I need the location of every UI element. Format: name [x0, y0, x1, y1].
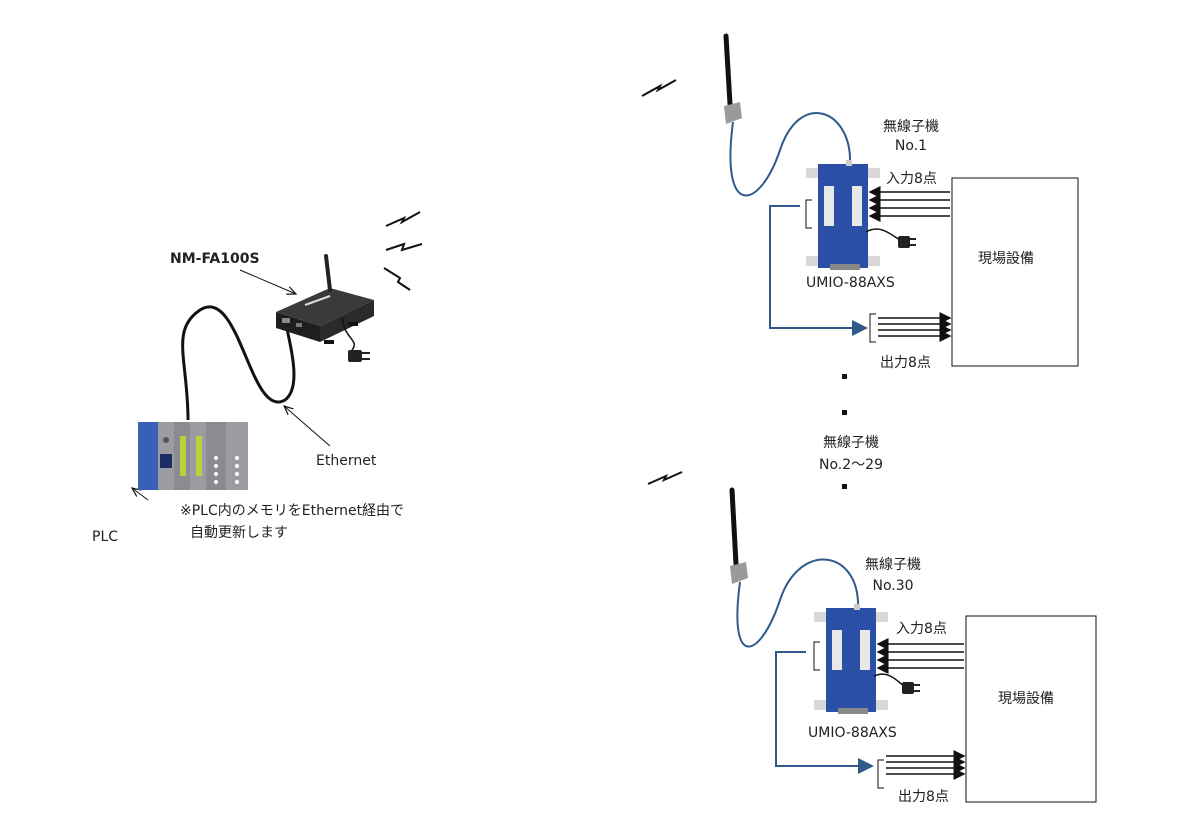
radio-wave-icon [383, 211, 423, 291]
power-plug-icon [902, 682, 920, 694]
radio-wave-icon [647, 471, 683, 485]
gateway-device [276, 254, 374, 362]
equipment-box-1 [951, 177, 1079, 367]
antenna-icon [324, 254, 332, 292]
unit1-number: No.1 [894, 138, 928, 154]
unit30-model-label: UMIO-88AXS [808, 725, 897, 741]
antenna-icon [723, 33, 733, 107]
unit30-outputs-label: 出力8点 [898, 789, 949, 805]
plc-rack [138, 422, 248, 490]
note-line-1: ※PLC内のメモリをEthernet経由で [180, 503, 405, 519]
note-line-2: 自動更新します [190, 525, 288, 541]
ellipsis-dot [842, 410, 847, 415]
middle-title: 無線子機 [823, 435, 879, 451]
unit30-number: No.30 [872, 578, 914, 594]
middle-range: No.2〜29 [819, 457, 883, 473]
unit1-equipment-label: 現場設備 [978, 251, 1034, 267]
unit1-outputs-label: 出力8点 [880, 355, 931, 371]
unit30-equipment-label: 現場設備 [998, 691, 1054, 707]
radio-wave-icon [641, 79, 677, 97]
ethernet-label: Ethernet [316, 453, 377, 469]
gateway-name-label: NM-FA100S [170, 251, 260, 267]
power-plug-icon [898, 236, 916, 248]
unit30-inputs-label: 入力8点 [896, 621, 947, 637]
plc-label: PLC [92, 529, 119, 545]
ellipsis-dot [842, 374, 847, 379]
ellipsis-dot [842, 484, 847, 489]
io-module-30 [814, 604, 920, 714]
io-module-1 [806, 160, 916, 270]
equipment-box-30 [965, 615, 1097, 803]
unit1-inputs-label: 入力8点 [886, 171, 937, 187]
unit1-title: 無線子機 [883, 119, 939, 135]
unit30-title: 無線子機 [865, 557, 921, 573]
unit1-model-label: UMIO-88AXS [806, 275, 895, 291]
ethernet-cable-icon [181, 305, 296, 421]
power-plug-icon [348, 350, 370, 362]
antenna-icon [729, 487, 739, 567]
